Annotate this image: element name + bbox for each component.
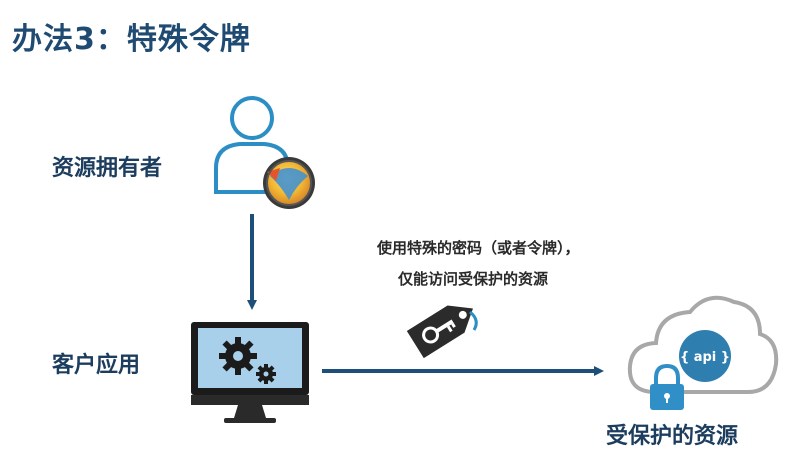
resource-owner-label: 资源拥有者 bbox=[52, 156, 163, 181]
key-tag-string bbox=[469, 310, 478, 331]
lock-icon bbox=[650, 363, 684, 410]
protected-resource-label: 受保护的资源 bbox=[606, 424, 739, 449]
browser-globe-icon bbox=[263, 157, 315, 209]
cloud-icon bbox=[627, 295, 779, 394]
api-badge: { api } bbox=[680, 350, 730, 365]
key-tag-icon bbox=[406, 305, 473, 359]
gear-icon bbox=[219, 337, 276, 384]
page-title: 办法3：特殊令牌 bbox=[12, 22, 251, 57]
client-monitor-icon bbox=[191, 322, 309, 423]
description-line-1: 使用特殊的密码（或者令牌）， bbox=[377, 239, 580, 257]
description-line-2: 仅能访问受保护的资源 bbox=[398, 270, 549, 288]
client-app-label: 客户应用 bbox=[52, 353, 141, 378]
